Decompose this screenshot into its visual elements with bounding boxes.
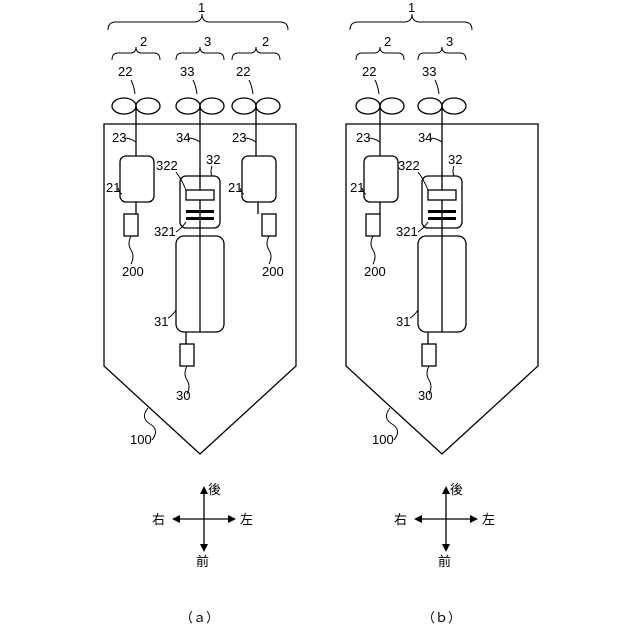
arrow-left-icon (414, 515, 422, 523)
gear-lower-plate-1 (186, 210, 214, 213)
label-prop-mid: 33 (422, 64, 436, 79)
compass-left: 左 (482, 513, 495, 528)
label-inverter-left: 200 (364, 264, 386, 279)
compass-right: 右 (394, 513, 407, 528)
brace-unit-mid (176, 47, 224, 60)
label-hull: 100 (372, 432, 394, 447)
compass-a: 後 右 左 前 (152, 483, 253, 570)
label-prop-left: 22 (118, 64, 132, 79)
panel-b: 1 2 3 22 33 100 23 34 21 200 32 (346, 0, 538, 626)
label-motor-left: 21 (350, 180, 364, 195)
label-gearbox: 32 (206, 152, 220, 167)
arrow-down-icon (200, 544, 208, 552)
label-hull: 100 (130, 432, 152, 447)
label-gear-lower: 321 (154, 224, 176, 239)
label-unit-mid: 3 (204, 34, 211, 49)
leader (249, 80, 253, 94)
inverter-left (366, 214, 380, 236)
label-unit-right: 2 (262, 34, 269, 49)
gear-upper (428, 190, 456, 200)
leader (410, 310, 418, 318)
label-shaft-left: 23 (112, 130, 126, 145)
compass-front: 前 (438, 554, 451, 570)
leader (435, 80, 439, 94)
gear-lower-plate-2 (428, 217, 456, 220)
arrow-up-icon (442, 486, 450, 494)
gear-lower-plate-1 (428, 210, 456, 213)
leader (453, 166, 454, 176)
motor-right (242, 156, 276, 202)
propeller-mid-blade (442, 98, 466, 114)
propeller-left (356, 98, 380, 114)
compass-left: 左 (240, 513, 253, 528)
leader (168, 310, 176, 318)
leader (193, 80, 197, 94)
arrow-down-icon (442, 544, 450, 552)
arrow-left-icon (172, 515, 180, 523)
label-engine: 31 (154, 314, 168, 329)
label-inverter-left: 200 (122, 264, 144, 279)
label-engine: 31 (396, 314, 410, 329)
leader (375, 80, 379, 94)
gear-upper (186, 190, 214, 200)
label-gear-lower: 321 (396, 224, 418, 239)
leader (131, 80, 135, 94)
label-prop-right: 22 (236, 64, 250, 79)
motor-left (364, 156, 398, 202)
compass-back: 後 (450, 483, 463, 498)
label-motor-left: 21 (106, 180, 120, 195)
brace-unit-left (356, 47, 404, 60)
leader (371, 236, 375, 264)
panel-a: 1 2 3 2 22 33 22 100 23 34 23 (104, 0, 296, 626)
label-gearbox: 32 (448, 152, 462, 167)
compass-front: 前 (196, 554, 209, 570)
label-unit-left: 2 (384, 34, 391, 49)
propeller-left (112, 98, 136, 114)
propeller-right (232, 98, 256, 114)
leader (211, 166, 212, 176)
compass-back: 後 (208, 483, 221, 498)
label-prop-left: 22 (362, 64, 376, 79)
leader (267, 236, 271, 264)
inverter-left (124, 214, 138, 236)
label-inverter-right: 200 (262, 264, 284, 279)
fuel-unit (180, 344, 194, 366)
gear-lower-plate-2 (186, 217, 214, 220)
propeller-mid-blade (200, 98, 224, 114)
brace-system (350, 14, 472, 30)
label-system: 1 (408, 0, 415, 15)
brace-unit-left (112, 47, 160, 60)
arrow-right-icon (228, 515, 236, 523)
propeller-left-blade (136, 98, 160, 114)
motor-left (120, 156, 154, 202)
leader (129, 236, 133, 264)
label-unit-mid: 3 (446, 34, 453, 49)
brace-system (108, 14, 288, 30)
caption-b: （ｂ） (422, 611, 461, 626)
brace-unit-mid (418, 47, 466, 60)
compass-b: 後 右 左 前 (394, 483, 495, 570)
label-prop-mid: 33 (180, 64, 194, 79)
propeller-mid (418, 98, 442, 114)
inverter-right (262, 214, 276, 236)
caption-a: （ａ） (180, 611, 219, 626)
fuel-unit (422, 344, 436, 366)
propeller-right-blade (256, 98, 280, 114)
label-gear-upper: 322 (398, 158, 420, 173)
compass-right: 右 (152, 513, 165, 528)
label-shaft-right: 23 (232, 130, 246, 145)
label-motor-right: 21 (228, 180, 242, 195)
label-shaft-left: 23 (356, 130, 370, 145)
label-shaft-mid: 34 (176, 130, 190, 145)
label-system: 1 (198, 0, 205, 15)
label-gear-upper: 322 (156, 158, 178, 173)
label-unit-left: 2 (140, 34, 147, 49)
brace-unit-right (232, 47, 280, 60)
propeller-mid (176, 98, 200, 114)
arrow-right-icon (470, 515, 478, 523)
propeller-left-blade (380, 98, 404, 114)
arrow-up-icon (200, 486, 208, 494)
label-shaft-mid: 34 (418, 130, 432, 145)
